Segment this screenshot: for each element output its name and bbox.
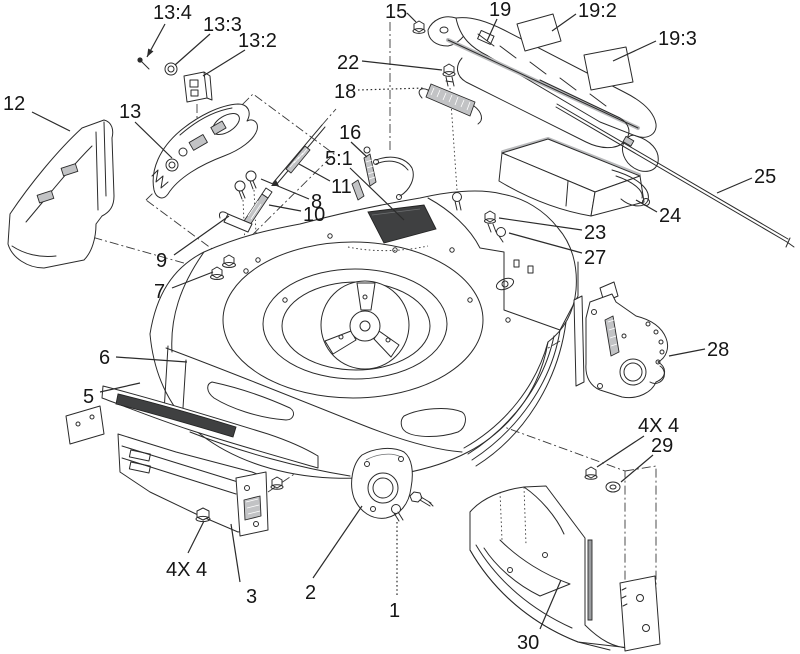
callout-label-23: 23 xyxy=(584,222,606,244)
leader-line-19 xyxy=(486,18,498,42)
leader-line-12 xyxy=(31,111,71,132)
part-bracket-16 xyxy=(351,146,414,201)
part-front-baffle xyxy=(65,385,319,469)
leader-line-22 xyxy=(361,60,443,71)
leader-line-19-3 xyxy=(612,40,657,62)
callout-label-25: 25 xyxy=(754,166,776,188)
callout-label-4x4-right: 4X 4 xyxy=(638,415,679,437)
callout-label-11: 11 xyxy=(331,176,352,198)
callout-label-5: 5 xyxy=(83,386,94,408)
leader-line-29 xyxy=(620,454,654,483)
leader-line-9 xyxy=(173,215,230,256)
leader-line-16 xyxy=(350,141,368,158)
callout-label-16: 16 xyxy=(339,122,361,144)
leader-line-23 xyxy=(498,217,583,231)
part-washer-29 xyxy=(605,481,621,493)
part-nut-4x4-right xyxy=(584,466,598,480)
callout-label-3: 3 xyxy=(246,586,257,608)
leader-line-11 xyxy=(298,163,331,182)
callout-label-13-4: 13:4 xyxy=(153,2,192,24)
callout-label-30: 30 xyxy=(517,632,539,654)
callout-label-10: 10 xyxy=(303,204,325,226)
part-rear-deflector xyxy=(7,119,115,269)
leader-line-5-1 xyxy=(349,167,405,221)
leader-line-10 xyxy=(268,204,302,212)
callout-label-9: 9 xyxy=(156,250,167,272)
leader-line-7 xyxy=(171,271,214,289)
part-rod-25 xyxy=(555,103,795,248)
leader-line-13-2 xyxy=(202,49,246,77)
leader-line-18 xyxy=(357,87,425,91)
callout-label-22: 22 xyxy=(337,52,359,74)
part-clip-13-2 xyxy=(183,71,213,103)
leader-line-27 xyxy=(508,232,583,254)
leader-line-24 xyxy=(635,199,658,213)
leader-line-5 xyxy=(99,382,141,393)
part-bolts-1 xyxy=(391,491,434,522)
callout-label-15: 15 xyxy=(385,1,407,23)
leader-line-15 xyxy=(406,12,417,23)
callout-label-24: 24 xyxy=(659,205,681,227)
part-washer-13-3 xyxy=(164,62,178,76)
leader-line-19-2 xyxy=(551,13,577,32)
callout-label-13-2: 13:2 xyxy=(238,30,277,52)
part-support-bracket xyxy=(117,433,284,537)
callout-label-13: 13 xyxy=(119,101,141,123)
leader-line-13-3 xyxy=(174,33,211,66)
part-lever-assembly xyxy=(151,103,258,199)
part-bolt-22 xyxy=(442,63,456,87)
callout-label-4x4-left: 4X 4 xyxy=(166,559,207,581)
part-latch-bolts-8 xyxy=(234,170,257,200)
part-latch-plate-9 xyxy=(219,211,253,233)
part-spring-18 xyxy=(418,83,482,125)
part-deck-housing xyxy=(149,190,579,479)
callout-label-19-2: 19:2 xyxy=(578,0,617,22)
leader-line-28 xyxy=(668,348,706,357)
callout-label-8: 8 xyxy=(311,191,322,213)
callout-label-5-1: 5:1 xyxy=(325,148,353,170)
leader-line-13 xyxy=(134,121,173,159)
callout-label-27: 27 xyxy=(584,247,606,269)
part-adjuster-plate-28 xyxy=(573,281,669,399)
callout-label-6: 6 xyxy=(99,347,110,369)
leader-arrowhead-13-4 xyxy=(147,48,154,57)
callout-label-28: 28 xyxy=(707,339,729,361)
callout-label-19: 19 xyxy=(489,0,511,21)
leader-line-4x4-right xyxy=(596,435,645,468)
leader-line-30 xyxy=(539,579,562,630)
part-screw-27 xyxy=(496,227,506,243)
leader-line-8 xyxy=(260,178,310,200)
part-plate-5-1 xyxy=(347,204,437,252)
callout-label-1: 1 xyxy=(389,600,400,622)
part-cover-plate xyxy=(351,447,413,519)
leader-line-6 xyxy=(115,356,188,363)
part-nut-15 xyxy=(412,20,426,34)
callout-label-12: 12 xyxy=(3,93,25,115)
part-chute-30 xyxy=(469,485,661,652)
callout-label-2: 2 xyxy=(305,582,316,604)
part-bolt-23 xyxy=(484,210,497,233)
callout-label-7: 7 xyxy=(154,281,165,303)
callout-label-18: 18 xyxy=(334,81,356,103)
callout-label-29: 29 xyxy=(651,435,673,457)
part-decal-19-2 xyxy=(516,13,562,52)
callout-label-19-3: 19:3 xyxy=(658,28,697,50)
part-handle-bracket-19 xyxy=(427,16,659,172)
part-rod-11 xyxy=(271,124,326,186)
leader-line-25 xyxy=(716,177,753,194)
leader-line-2 xyxy=(312,505,363,579)
part-flange-nuts-7 xyxy=(210,254,236,280)
leader-line-3 xyxy=(230,523,241,583)
part-screw-13-4 xyxy=(137,57,150,70)
callout-label-13-3: 13:3 xyxy=(203,14,242,36)
part-decal-19-3 xyxy=(583,46,634,91)
leader-line-4x4-left xyxy=(187,520,205,554)
part-bag-support-24 xyxy=(498,136,650,217)
